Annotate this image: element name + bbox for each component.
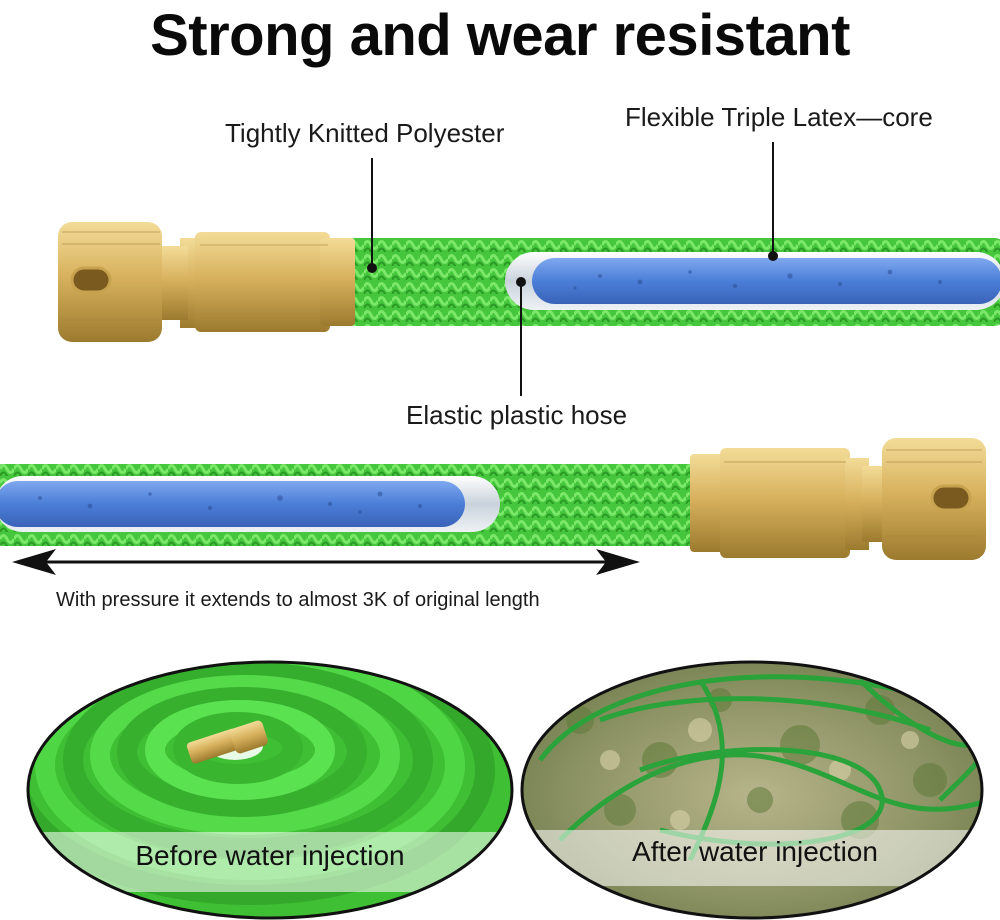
latex-core-marker <box>768 251 778 261</box>
plastic-hose-marker <box>516 277 526 287</box>
plastic-hose-label: Elastic plastic hose <box>406 400 628 430</box>
before-photo <box>28 662 512 918</box>
upper-brass-body <box>195 232 330 332</box>
coil-brass-fitting <box>186 720 268 764</box>
polyester-label: Tightly Knitted Polyester <box>225 118 505 148</box>
extension-label: With pressure it extends to almost 3K of… <box>56 589 540 611</box>
lower-brass-body <box>720 448 850 558</box>
lower-slot <box>930 484 972 512</box>
after-photo <box>522 662 982 918</box>
callout-lines <box>371 142 774 396</box>
upper-latex-core <box>532 258 1000 304</box>
extension-arrow <box>12 549 640 575</box>
before-photo-frame <box>26 660 514 920</box>
after-caption: After water injection <box>632 836 878 867</box>
upper-slot <box>70 266 112 294</box>
lower-hose <box>0 438 986 560</box>
polyester-marker <box>367 263 377 273</box>
lower-latex-core <box>0 481 465 527</box>
before-caption: Before water injection <box>135 840 405 871</box>
upper-hose <box>58 222 1000 342</box>
latex-core-label: Flexible Triple Latex—core <box>625 102 933 132</box>
page-title: Strong and wear resistant <box>150 3 850 68</box>
after-photo-frame <box>520 660 984 920</box>
